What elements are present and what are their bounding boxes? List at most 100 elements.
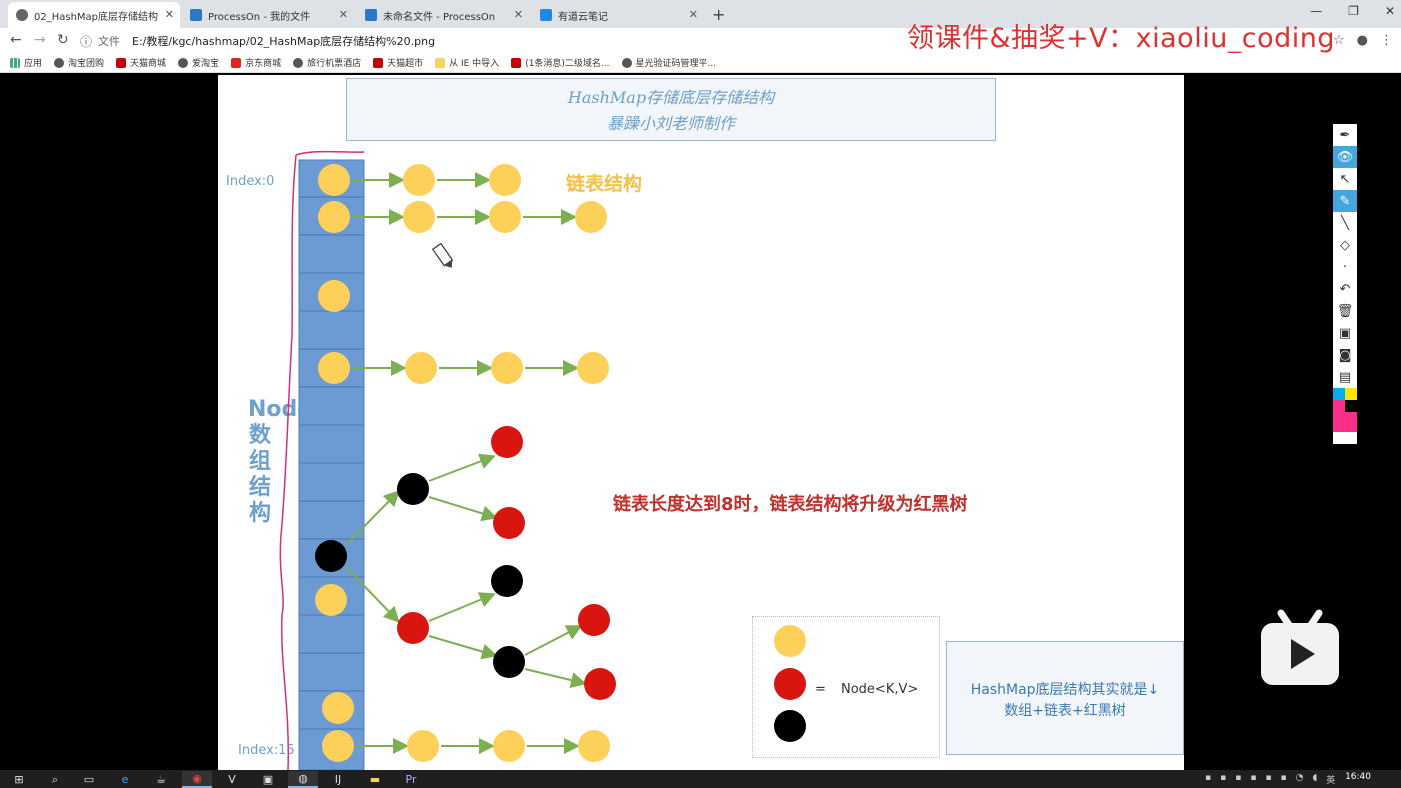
tray-icon[interactable]: ▪ xyxy=(1220,773,1227,783)
bookmark-item[interactable]: 星光验证码管理平... xyxy=(621,56,716,69)
tab-hashmap-image[interactable]: 02_HashMap底层存储结构 .pnc ✕ xyxy=(8,2,180,28)
forward-icon[interactable]: → xyxy=(34,32,46,48)
intellij-icon[interactable]: IJ xyxy=(334,773,342,786)
bookmark-item[interactable]: 爱淘宝 xyxy=(178,56,219,69)
tray-icon[interactable]: ▪ xyxy=(1205,773,1212,783)
address-bar[interactable]: ⓘ 文件 E:/教程/kgc/hashmap/02_HashMap底层存储结构%… xyxy=(80,31,1250,51)
bookmark-item[interactable]: 从 IE 中导入 xyxy=(435,56,499,69)
ie-icon[interactable]: e xyxy=(121,773,129,786)
bookmark-label: 从 IE 中导入 xyxy=(449,59,500,69)
index-top-label: Index:0 xyxy=(226,174,275,189)
legend-box xyxy=(752,616,940,758)
folder-icon xyxy=(435,57,446,68)
tab-youdao-note[interactable]: 有道云笔记 ✕ xyxy=(532,2,704,28)
black-node xyxy=(315,540,347,572)
reload-icon[interactable]: ↻ xyxy=(57,32,69,48)
close-icon[interactable]: ✕ xyxy=(164,8,174,21)
premiere-icon[interactable]: Pr xyxy=(405,773,417,786)
yellow-node xyxy=(577,352,609,384)
tab-processon-files[interactable]: ProcessOn - 我的文件 ✕ xyxy=(182,2,354,28)
red-node xyxy=(491,426,523,458)
pen-annotation xyxy=(279,150,365,770)
restore-icon[interactable]: ❐ xyxy=(1348,4,1359,18)
pointer-icon[interactable]: ↖ xyxy=(1339,171,1351,187)
close-window-icon[interactable]: ✕ xyxy=(1384,4,1395,18)
trash-icon[interactable]: 🗑 xyxy=(1336,303,1354,319)
vmware-icon[interactable]: V xyxy=(228,773,236,786)
black-node xyxy=(493,646,525,678)
eraser-icon[interactable]: ◇ xyxy=(1340,237,1350,253)
bookmark-label: 京东商城 xyxy=(245,59,282,69)
bookmark-item[interactable]: 天猫商城 xyxy=(116,56,166,69)
bookmark-item[interactable]: 京东商城 xyxy=(231,56,281,69)
minimize-icon[interactable]: — xyxy=(1310,4,1323,18)
undo-icon[interactable]: ↶ xyxy=(1339,281,1351,297)
summary-box: HashMap底层结构其实就是↓ 数组+链表+红黑树 xyxy=(946,641,1184,755)
new-tab-button[interactable]: + xyxy=(712,5,726,24)
bookmark-item[interactable]: 旅行机票酒店 xyxy=(293,56,361,69)
tray-icon[interactable]: ▪ xyxy=(1280,773,1287,783)
info-icon[interactable]: ⓘ xyxy=(80,34,93,49)
chrome-icon[interactable]: ◉ xyxy=(182,771,212,788)
network-icon[interactable]: ◔ xyxy=(1295,773,1304,783)
windows-start-icon[interactable]: ⊞ xyxy=(14,773,24,786)
note-icon xyxy=(540,9,552,21)
red-black-tree-note: 链表长度达到8时，链表结构将升级为红黑树 xyxy=(613,494,968,515)
pen-icon[interactable]: ✎ xyxy=(1333,190,1357,212)
close-icon[interactable]: ✕ xyxy=(338,8,348,21)
volume-icon[interactable]: ◖ xyxy=(1312,773,1318,783)
yellow-node xyxy=(322,730,354,762)
color-swatch-icon[interactable] xyxy=(1333,400,1357,412)
color-swatch-icon[interactable] xyxy=(1333,388,1357,400)
profile-icon[interactable]: ● xyxy=(1356,33,1368,48)
edge-arrow xyxy=(428,496,498,522)
color-swatch-icon[interactable] xyxy=(1333,412,1357,432)
nodes xyxy=(315,164,806,762)
close-icon[interactable]: ✕ xyxy=(513,8,523,21)
processon-icon xyxy=(190,9,202,21)
bookmark-item[interactable]: (1条消息)二级域名... xyxy=(511,56,610,69)
apps-grid-icon xyxy=(10,57,20,68)
eye-icon[interactable]: 👁 xyxy=(1333,146,1357,168)
bookmark-item[interactable]: 淘宝团购 xyxy=(54,56,104,69)
bookmark-label: 旅行机票酒店 xyxy=(307,59,362,69)
folder-icon[interactable]: ▬ xyxy=(369,773,381,786)
yellow-node xyxy=(315,584,347,616)
app-icon[interactable]: ▣ xyxy=(262,773,274,786)
yellow-node xyxy=(403,164,435,196)
camera-icon[interactable]: ◙ xyxy=(1338,347,1352,363)
system-tray: ▪ ▪ ▪ ▪ ▪ ▪ ◔ ◖ 英 xyxy=(1205,773,1335,786)
tab-processon-untitled[interactable]: 未命名文件 - ProcessOn ✕ xyxy=(357,2,529,28)
yellow-node xyxy=(318,164,350,196)
stamp-icon[interactable]: ▣ xyxy=(1338,325,1352,341)
menu-icon[interactable]: ⋮ xyxy=(1380,33,1393,48)
diagram-author: 暴躁小刘老师制作 xyxy=(606,114,735,133)
edge-arrow xyxy=(428,635,498,660)
globe-icon xyxy=(16,9,28,21)
app-icon[interactable]: ◍ xyxy=(288,771,318,788)
pen-nib-icon[interactable]: ✒ xyxy=(1339,127,1351,143)
tray-icon[interactable]: ▪ xyxy=(1265,773,1272,783)
red-node xyxy=(493,507,525,539)
globe-icon xyxy=(54,57,65,68)
tray-icon[interactable]: ▪ xyxy=(1250,773,1257,783)
tray-icon[interactable]: ▪ xyxy=(1235,773,1242,783)
bookmark-apps[interactable]: 应用 xyxy=(10,56,42,69)
dot-icon[interactable]: · xyxy=(1342,259,1348,275)
close-icon[interactable]: ✕ xyxy=(688,8,698,21)
tmall-icon xyxy=(373,57,384,68)
ime-indicator[interactable]: 英 xyxy=(1326,776,1336,786)
bookmark-item[interactable]: 天猫超市 xyxy=(373,56,423,69)
line-icon[interactable]: ╲ xyxy=(1341,215,1349,231)
tab-strip: 02_HashMap底层存储结构 .pnc ✕ ProcessOn - 我的文件… xyxy=(0,0,1401,28)
linked-list-label: 链表结构 xyxy=(566,173,643,195)
app-icon[interactable]: ☕ xyxy=(156,773,166,786)
search-icon[interactable]: ⌕ xyxy=(51,772,59,786)
hashmap-diagram: HashMap存储底层存储结构 暴躁小刘老师制作 Index:0 Index:1… xyxy=(218,75,1184,770)
back-icon[interactable]: ← xyxy=(10,32,22,48)
star-icon[interactable]: ☆ xyxy=(1333,33,1345,48)
clock[interactable]: 16:40 xyxy=(1345,772,1371,782)
task-view-icon[interactable]: ▭ xyxy=(83,773,95,786)
clipboard-icon[interactable]: ▤ xyxy=(1338,369,1352,385)
